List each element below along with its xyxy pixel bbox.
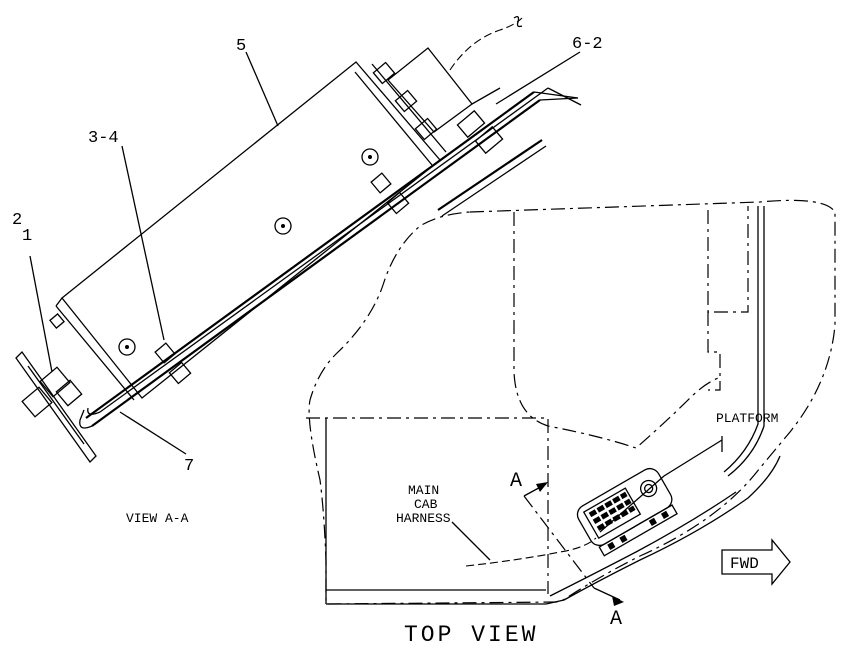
cab-outline — [308, 199, 836, 605]
connector-module — [387, 16, 523, 133]
harness-label-line3: HARNESS — [396, 511, 451, 526]
harness-label-line1: MAIN — [408, 483, 439, 498]
view-aa-caption: VIEW A-A — [126, 511, 189, 526]
callout-2: 2 — [12, 211, 22, 230]
platform-label: PLATFORM — [716, 411, 778, 426]
callout-3-4: 3-4 — [88, 129, 119, 148]
callout-5: 5 — [236, 37, 246, 56]
section-marker-a-top: A — [510, 470, 522, 493]
section-line-aa — [523, 482, 624, 606]
mounting-bracket — [15, 87, 582, 464]
top-view-caption: TOP VIEW — [404, 622, 538, 648]
section-marker-a-bottom: A — [610, 608, 622, 631]
fasteners — [21, 61, 504, 418]
callout-1: 1 — [22, 227, 32, 246]
top-view: PLATFORM MAIN CAB HARNESS A A FWD TOP VI… — [306, 199, 836, 648]
screw-symbols — [118, 148, 379, 356]
fwd-arrow — [721, 538, 791, 586]
leader-lines — [29, 51, 581, 455]
harness-cable — [465, 537, 597, 567]
fwd-label: FWD — [730, 555, 759, 573]
harness-label-line2: CAB — [414, 497, 438, 512]
callout-6-2: 6-2 — [572, 35, 603, 54]
view-aa-assembly: 5 6-2 3-4 2 1 7 VIEW A-A — [12, 16, 603, 526]
callout-7: 7 — [184, 457, 194, 476]
